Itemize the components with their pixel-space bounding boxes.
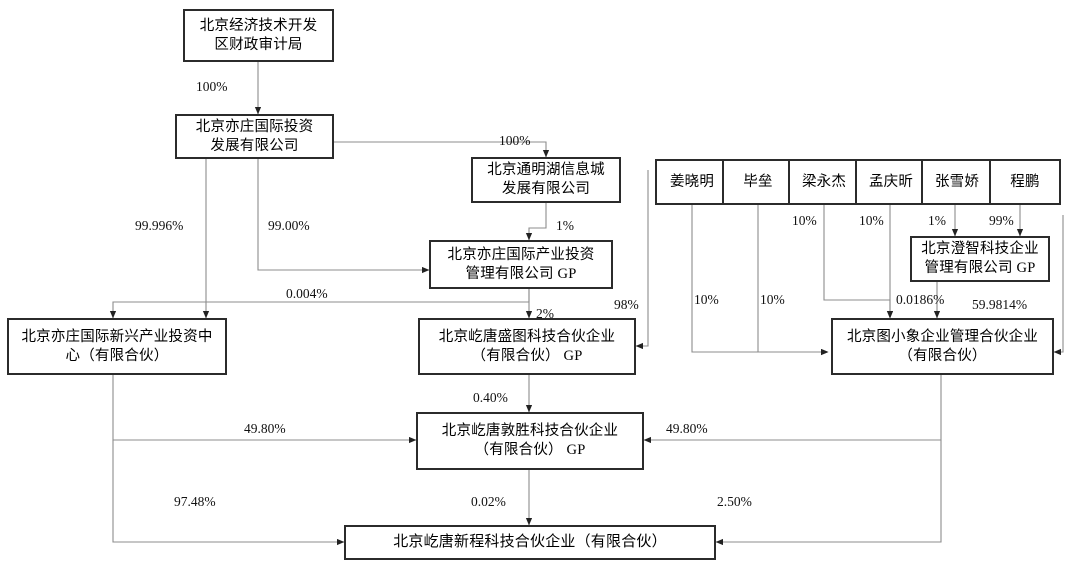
edge-label-040-percent: 0.40% [473, 390, 508, 405]
node-label: 北京通明湖信息城 发展有限公司 [487, 162, 605, 197]
edge-label-4980-percent-left: 49.80% [244, 421, 286, 436]
node-beijing-economic-dev-finance-audit-bureau[interactable]: 北京经济技术开发 区财政审计局 [183, 9, 334, 62]
edge-label-9748-percent: 97.48% [174, 494, 216, 509]
node-label: 程鹏 [1010, 173, 1040, 190]
node-yizhuang-international-emerging-industry-investment-center[interactable]: 北京亦庄国际新兴产业投资中 心（有限合伙） [7, 318, 227, 375]
edge-label-10-percent-bi: 10% [760, 292, 785, 307]
edge-label-10-percent-meng: 10% [859, 213, 884, 228]
node-person-zhang-xuejiao[interactable]: 张雪娇 [921, 159, 993, 205]
node-label: 北京亦庄国际产业投资 管理有限公司 GP [447, 246, 595, 282]
node-person-jiang-xiaoming[interactable]: 姜晓明 [655, 159, 729, 205]
node-label: 北京亦庄国际投资 发展有限公司 [195, 118, 314, 154]
node-chengzhi-technology-enterprise-management-gp[interactable]: 北京澄智科技企业 管理有限公司 GP [910, 236, 1050, 282]
edge-label-250-percent: 2.50% [717, 494, 752, 509]
node-label: 张雪娇 [934, 173, 980, 190]
node-person-meng-qingxin[interactable]: 孟庆昕 [855, 159, 927, 205]
edge-label-4980-percent-right: 49.80% [666, 421, 708, 436]
node-label: 北京经济技术开发 区财政审计局 [199, 17, 318, 53]
node-label: 毕垒 [743, 173, 773, 190]
edge-label-100-percent-tongminghu: 100% [499, 133, 531, 148]
edge-label-2-percent: 2% [536, 306, 554, 321]
node-label: 北京屹唐敦胜科技合伙企业 （有限合伙） GP [441, 423, 619, 458]
node-tongminghu-information-city-development[interactable]: 北京通明湖信息城 发展有限公司 [471, 157, 621, 203]
node-yitang-xincheng-technology-partnership[interactable]: 北京屹唐新程科技合伙企业（有限合伙） [344, 525, 716, 560]
edge-label-99-percent: 99.00% [268, 218, 310, 233]
node-label: 北京澄智科技企业 管理有限公司 GP [921, 241, 1039, 276]
node-label: 孟庆昕 [868, 173, 914, 190]
edge-label-1-percent-tongminghu: 1% [556, 218, 574, 233]
node-tuxiaoxiang-enterprise-management-partnership[interactable]: 北京图小象企业管理合伙企业 （有限合伙） [831, 318, 1054, 375]
node-label: 北京屹唐新程科技合伙企业（有限合伙） [393, 533, 667, 550]
edge-label-98-percent: 98% [614, 297, 639, 312]
edge-label-99-percent-cheng: 99% [989, 213, 1014, 228]
node-label: 梁永杰 [801, 173, 847, 190]
node-yitang-shengtu-technology-partnership-gp[interactable]: 北京屹唐盛图科技合伙企业 （有限合伙） GP [418, 318, 636, 375]
node-person-cheng-peng[interactable]: 程鹏 [989, 159, 1061, 205]
node-person-bi-lei[interactable]: 毕垒 [722, 159, 794, 205]
node-label: 北京图小象企业管理合伙企业 （有限合伙） [846, 328, 1039, 364]
edge-label-1-percent-zhang: 1% [928, 213, 946, 228]
node-label: 北京亦庄国际新兴产业投资中 心（有限合伙） [21, 328, 213, 364]
edge-label-0004-percent: 0.004% [286, 286, 328, 301]
edge-label-99996-percent: 99.996% [135, 218, 184, 233]
node-label: 北京屹唐盛图科技合伙企业 （有限合伙） GP [438, 328, 616, 364]
edge-label-00186-percent: 0.0186% [896, 292, 945, 307]
node-label: 姜晓明 [669, 173, 715, 190]
edge-label-10-percent-jiang: 10% [694, 292, 719, 307]
node-person-liang-yongjie[interactable]: 梁永杰 [788, 159, 860, 205]
edge-label-100-percent-top: 100% [196, 79, 228, 94]
edge-label-10-percent-liang: 10% [792, 213, 817, 228]
edge-label-002-percent: 0.02% [471, 494, 506, 509]
node-yizhuang-international-industrial-investment-management-gp[interactable]: 北京亦庄国际产业投资 管理有限公司 GP [429, 240, 613, 289]
node-yizhuang-international-investment-development[interactable]: 北京亦庄国际投资 发展有限公司 [175, 114, 334, 159]
edge-label-599814-percent: 59.9814% [972, 297, 1028, 312]
node-yitang-dunsheng-technology-partnership-gp[interactable]: 北京屹唐敦胜科技合伙企业 （有限合伙） GP [416, 412, 644, 470]
